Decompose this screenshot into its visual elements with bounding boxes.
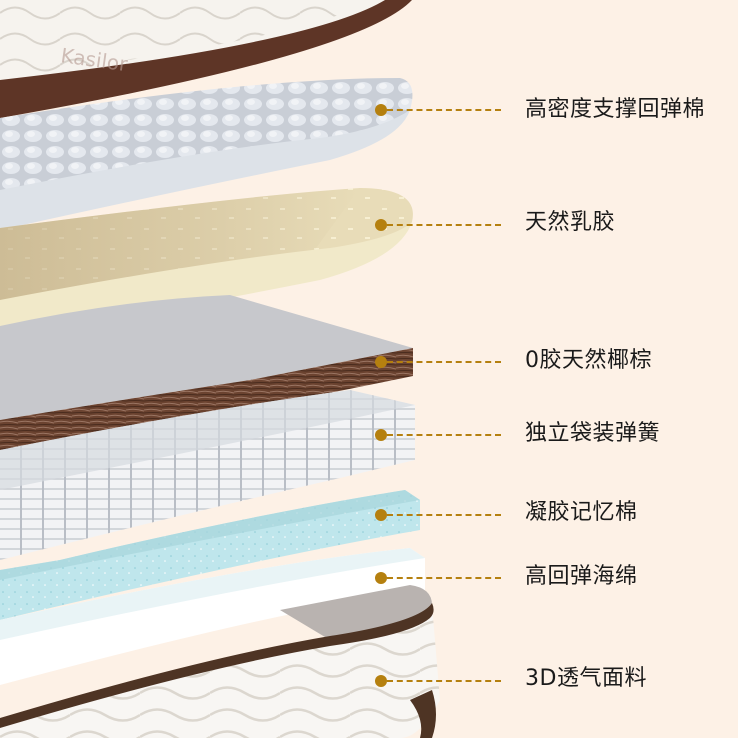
pocket-springs-layer bbox=[0, 390, 415, 560]
leader-line-3d-fabric bbox=[375, 675, 501, 687]
dashed-connector bbox=[387, 224, 501, 226]
marker-dot-icon bbox=[375, 104, 387, 116]
marker-dot-icon bbox=[375, 429, 387, 441]
high-resilience-sponge-layer bbox=[0, 548, 425, 685]
gel-memory-foam-layer bbox=[0, 490, 420, 620]
label-coir: 0胶天然椰棕 bbox=[525, 348, 652, 373]
label-support-foam: 高密度支撑回弹棉 bbox=[525, 97, 706, 122]
label-gel-foam: 凝胶记忆棉 bbox=[525, 500, 638, 525]
marker-dot-icon bbox=[375, 675, 387, 687]
dashed-connector bbox=[387, 514, 501, 516]
label-latex: 天然乳胶 bbox=[525, 210, 616, 235]
leader-line-coir bbox=[375, 356, 501, 368]
label-3d-fabric: 3D透气面料 bbox=[525, 666, 647, 691]
marker-dot-icon bbox=[375, 572, 387, 584]
leader-line-springs bbox=[375, 429, 501, 441]
dashed-connector bbox=[387, 577, 501, 579]
leader-line-latex bbox=[375, 219, 501, 231]
dashed-connector bbox=[387, 361, 501, 363]
coconut-coir-layer bbox=[0, 295, 413, 452]
label-sponge: 高回弹海绵 bbox=[525, 564, 638, 589]
marker-dot-icon bbox=[375, 509, 387, 521]
label-springs: 独立袋装弹簧 bbox=[525, 421, 661, 446]
3d-fabric-base-layer bbox=[0, 585, 440, 738]
leader-line-support-foam bbox=[375, 104, 501, 116]
leader-line-sponge bbox=[375, 572, 501, 584]
marker-dot-icon bbox=[375, 219, 387, 231]
marker-dot-icon bbox=[375, 356, 387, 368]
dashed-connector bbox=[387, 434, 501, 436]
egg-crate-foam-layer bbox=[0, 78, 413, 230]
top-cover-layer: Kasilor bbox=[0, 0, 412, 118]
leader-line-gel-foam bbox=[375, 509, 501, 521]
dashed-connector bbox=[387, 109, 501, 111]
dashed-connector bbox=[387, 680, 501, 682]
